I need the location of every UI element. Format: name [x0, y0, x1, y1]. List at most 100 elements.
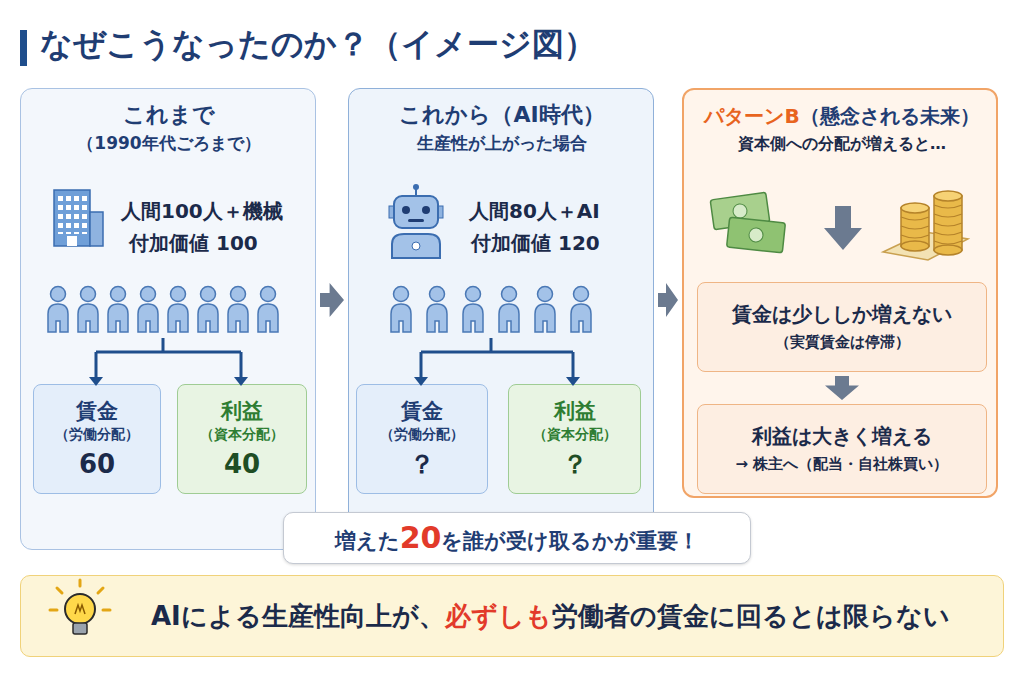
branch-line	[421, 338, 573, 378]
scenario-text: 人間80人＋AI	[469, 199, 649, 224]
wage-box: 賃金（労働分配）60	[33, 384, 161, 494]
outcome-box: 賃金は少ししか増えない（実質賃金は停滞）	[697, 282, 987, 372]
person-icon	[198, 287, 218, 333]
coin-top	[934, 191, 962, 201]
outcome-note: → 株主へ（配当・自社株買い）	[736, 455, 949, 474]
bulb-glass	[65, 594, 95, 624]
robot-chest	[412, 242, 420, 250]
building-body	[54, 190, 90, 246]
person-icon	[535, 287, 555, 333]
panel-subheading: 生産性が上がった場合	[349, 133, 655, 154]
down-arrow-icon	[824, 206, 862, 250]
arrow-head	[89, 377, 103, 386]
scenario-text: 人間100人＋機械	[121, 199, 311, 224]
era-panel: これまで （1990年代ごろまで） 人間100人＋機械付加価値 100 賃金 （労働分配…	[20, 88, 316, 550]
arrow-head	[414, 377, 428, 386]
box-heading: 賃金	[76, 398, 118, 424]
people-group	[391, 287, 591, 333]
emphasis: 必ずしも	[445, 601, 552, 631]
coin-top	[901, 203, 929, 213]
robot-body	[392, 234, 440, 258]
lightbulb-icon	[50, 580, 110, 634]
outcome-note: （実質賃金は停滞）	[775, 333, 910, 352]
robot-antenna	[415, 188, 417, 196]
robot-head	[394, 196, 438, 228]
box-subheading: （労働分配）	[55, 426, 139, 444]
branch-line	[96, 338, 241, 378]
title-bar	[20, 30, 27, 66]
bill-stack	[883, 232, 968, 260]
outcome-box: 利益は大きく増える → 株主へ（配当・自社株買い）	[697, 404, 987, 494]
callout-text: 増えた20を誰が受け取るかが重要！	[335, 519, 700, 557]
scenario-panel: パターンB（懸念される未来） 資本側への分配が増えると… 賃金は少ししか増えない（実…	[682, 88, 998, 498]
coin-stack-base	[934, 245, 962, 255]
bulb-filament	[75, 605, 85, 614]
flow-arrow	[320, 283, 344, 317]
person-icon	[228, 287, 248, 333]
building-door	[67, 236, 77, 246]
diagram-title: なぜこうなったのか？（イメージ図）	[40, 24, 596, 64]
panel-subheading: 資本側への分配が増えると…	[684, 134, 1000, 154]
emphasis: パターンB	[704, 104, 799, 128]
person-icon	[427, 287, 447, 333]
building-windows	[57, 194, 88, 234]
branch-arrow	[414, 338, 580, 386]
branch-arrow	[89, 338, 248, 386]
box-subheading: （資本分配）	[200, 426, 284, 444]
person-icon	[258, 287, 278, 333]
share-number: ？	[409, 448, 435, 481]
person-icon	[391, 287, 411, 333]
banknote-icon	[710, 192, 785, 253]
person-icon	[571, 287, 591, 333]
robot-mouth	[408, 219, 424, 222]
box-heading: 賃金	[401, 398, 443, 424]
conclusion-band: AIによる生産性向上が、必ずしも労働者の賃金に回るとは限らない	[20, 575, 1004, 657]
emphasis: 20	[400, 520, 442, 555]
callout-box: 増えた20を誰が受け取るかが重要！	[283, 512, 751, 564]
profit-box: 利益（資本分配）？	[508, 384, 641, 494]
coin-stack	[901, 208, 929, 246]
panel-heading: これまで	[21, 101, 317, 129]
banknote-seal	[748, 227, 763, 242]
era-panel: これから（AI時代）生産性が上がった場合人間80人＋AI付加価値 120賃金（労…	[348, 88, 654, 550]
banknote	[710, 192, 770, 230]
person-icon	[499, 287, 519, 333]
person-icon	[168, 287, 188, 333]
box-subheading: （労働分配）	[380, 426, 464, 444]
flow-arrow	[658, 283, 678, 317]
arrow-head	[566, 377, 580, 386]
arrow-head	[234, 377, 248, 386]
person-icon	[48, 287, 68, 333]
profit-box: 利益（資本分配）40	[177, 384, 307, 494]
panel-heading: これから（AI時代）	[349, 101, 655, 129]
flow-arrow	[825, 376, 859, 400]
robot-ear	[389, 206, 394, 218]
share-number: ？	[562, 448, 588, 481]
robot-ear	[438, 206, 443, 218]
bulb-rays	[50, 580, 110, 610]
robot-eye	[422, 206, 430, 214]
outcome-heading: 利益は大きく増える	[752, 424, 932, 449]
conclusion-text: AIによる生産性向上が、必ずしも労働者の賃金に回るとは限らない	[151, 600, 950, 633]
person-icon	[108, 287, 128, 333]
box-subheading: （資本分配）	[533, 426, 617, 444]
person-icon	[138, 287, 158, 333]
robot-icon	[389, 184, 443, 258]
people-group	[48, 287, 278, 333]
banknote	[727, 217, 786, 253]
bulb-base	[73, 623, 87, 634]
coin-edges	[901, 217, 929, 238]
panel-heading: パターンB（懸念される未来）	[684, 104, 1000, 129]
person-icon	[463, 287, 483, 333]
coin-edges	[934, 205, 962, 244]
coins-icon	[883, 191, 968, 260]
wage-box: 賃金 （労働分配） ？	[356, 384, 488, 494]
banknote-seal	[732, 203, 748, 219]
panel-subheading: （1990年代ごろまで）	[21, 133, 317, 154]
robot-eye	[402, 206, 410, 214]
person-icon	[78, 287, 98, 333]
building-annex	[90, 212, 103, 246]
box-heading: 利益	[221, 398, 263, 424]
value-added-text: 付加価値 100	[129, 231, 309, 256]
